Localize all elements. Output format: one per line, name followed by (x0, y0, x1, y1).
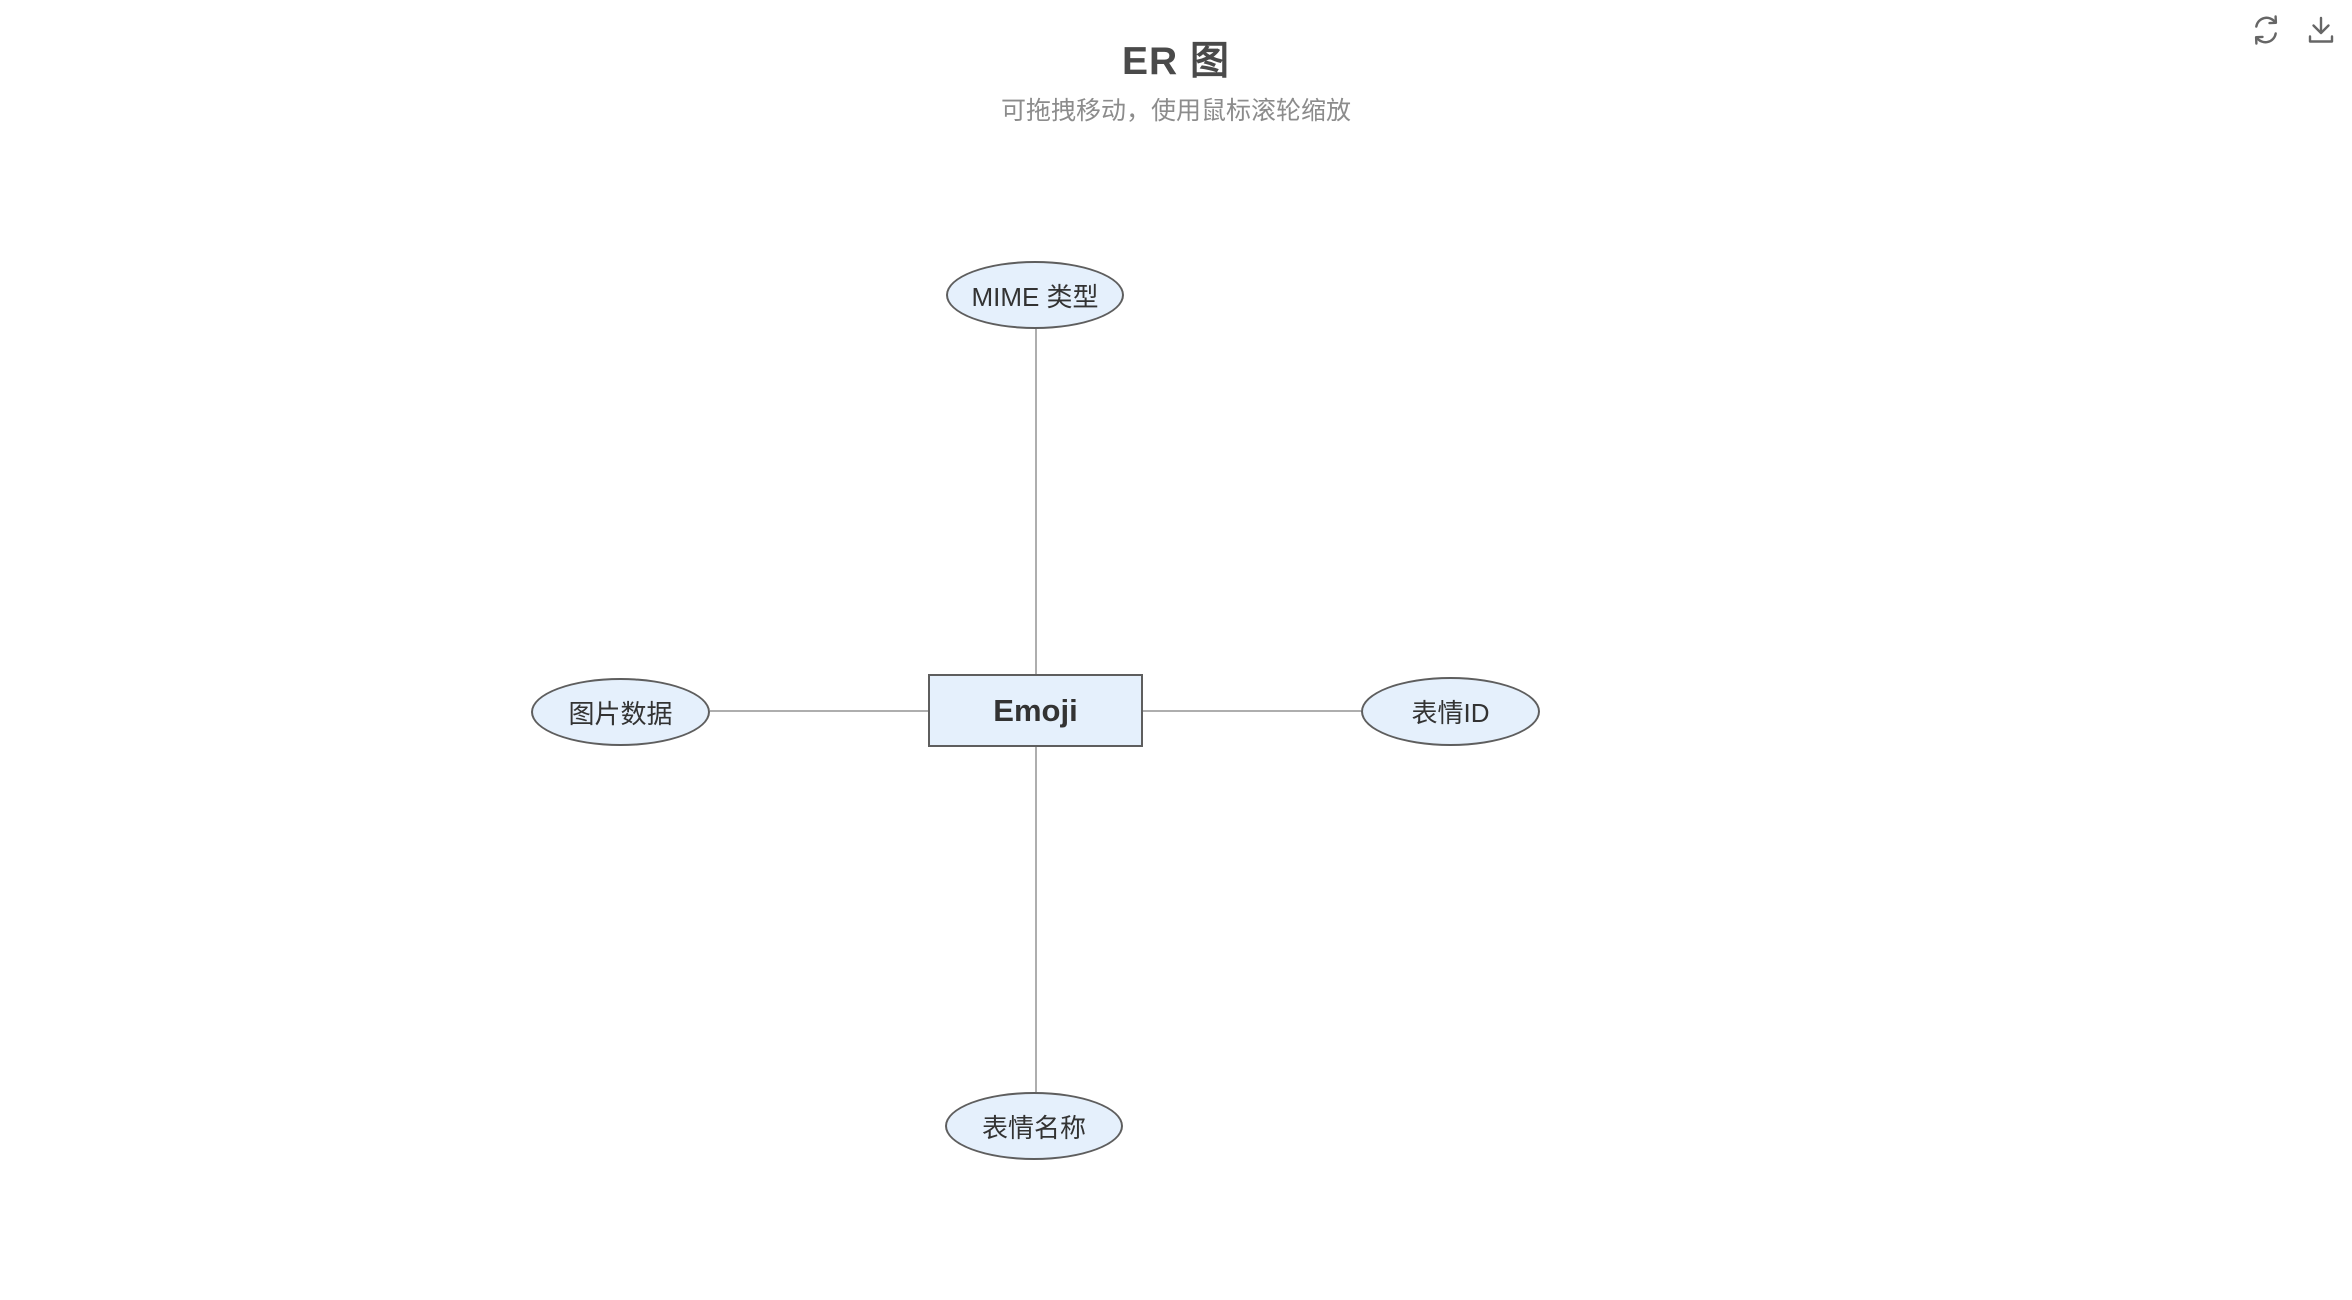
refresh-icon (2254, 15, 2278, 45)
download-button[interactable] (2302, 11, 2340, 49)
entity-label: Emoji (993, 692, 1078, 728)
attribute-label: MIME 类型 (971, 281, 1099, 312)
attribute-node-emoji-name[interactable]: 表情名称 (945, 1092, 1123, 1160)
edge-entity-to-emoji-name (1035, 747, 1037, 1092)
attribute-label: 表情名称 (981, 1112, 1086, 1143)
download-icon (2308, 16, 2334, 43)
attribute-label: 图片数据 (568, 698, 673, 729)
attribute-node-emoji-id[interactable]: 表情ID (1361, 677, 1540, 746)
edge-entity-to-image-data (710, 710, 928, 712)
attribute-node-image-data[interactable]: 图片数据 (531, 678, 710, 746)
edge-entity-to-mime-type (1035, 329, 1037, 674)
entity-node-emoji[interactable]: Emoji (928, 674, 1143, 747)
attribute-label: 表情ID (1411, 698, 1490, 728)
toolbar (2247, 11, 2340, 49)
attribute-node-mime-type[interactable]: MIME 类型 (946, 261, 1124, 329)
refresh-button[interactable] (2247, 11, 2285, 49)
edge-entity-to-emoji-id (1143, 710, 1361, 712)
